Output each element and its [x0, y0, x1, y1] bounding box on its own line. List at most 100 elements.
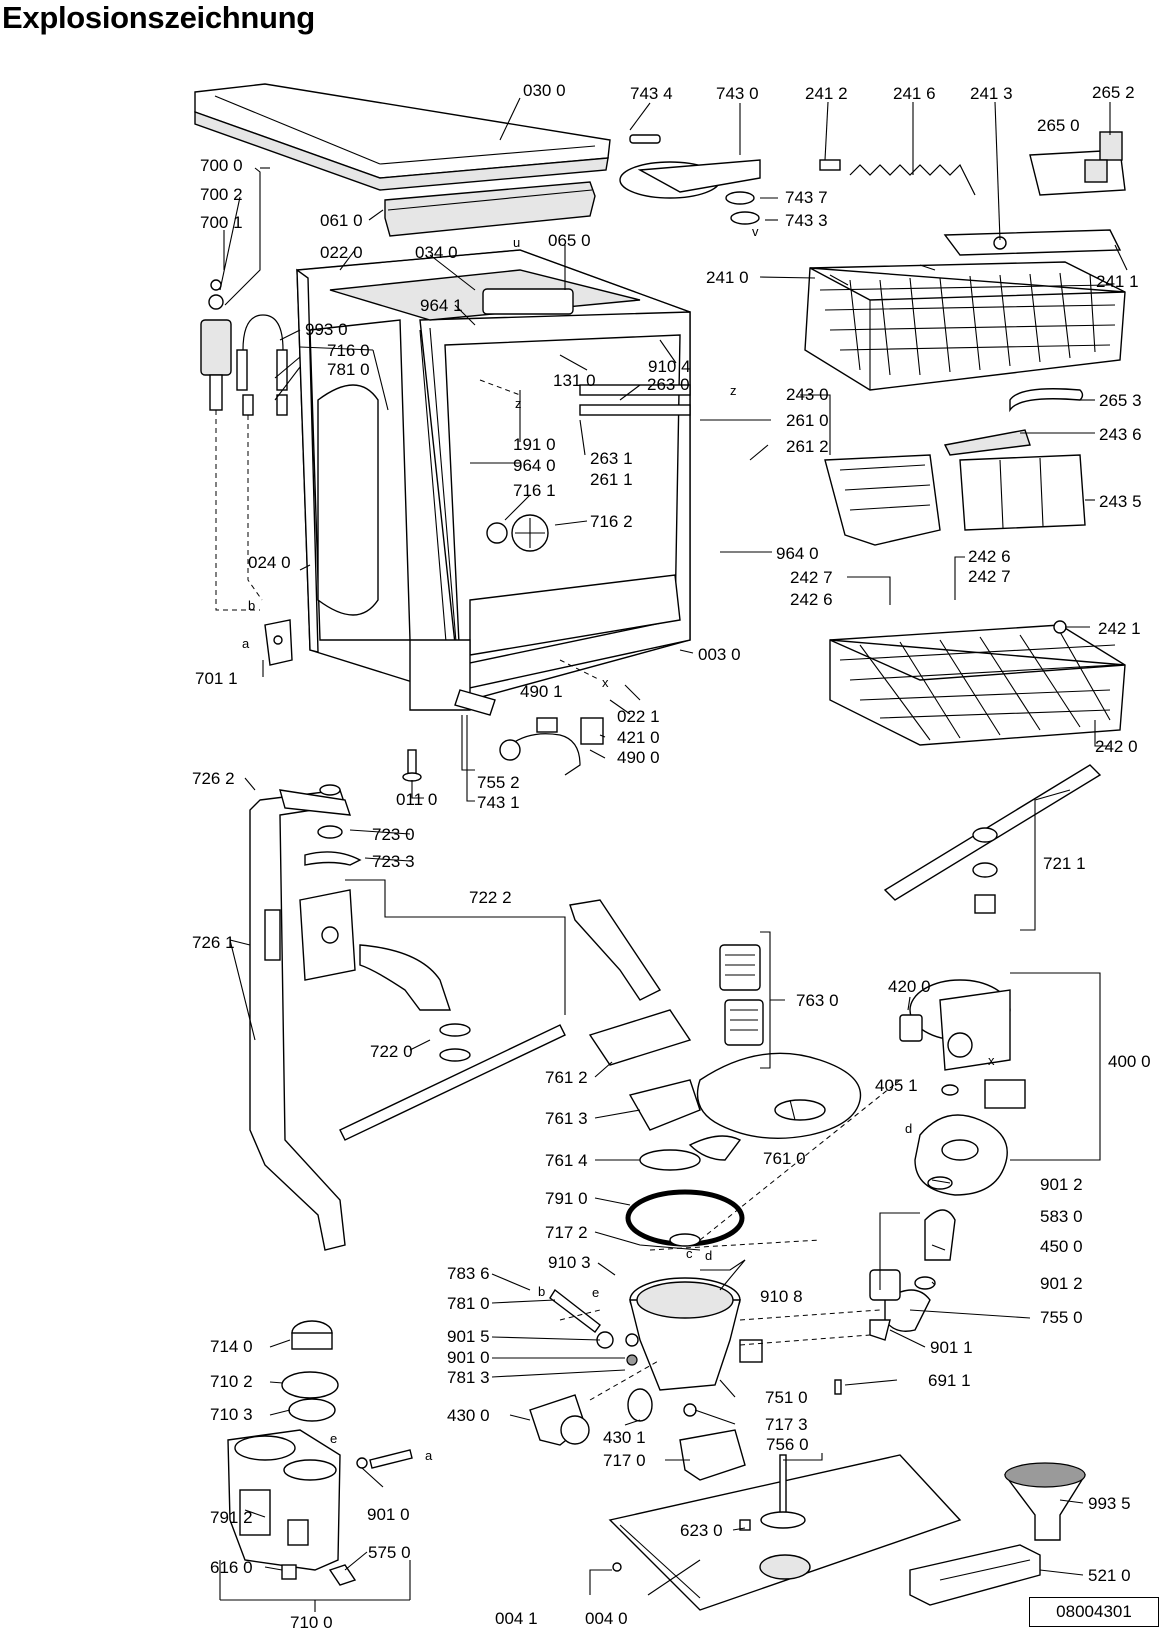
label-717-3: 717 3	[765, 1415, 808, 1434]
marker-c: c	[686, 1246, 693, 1261]
label-701-1: 701 1	[195, 669, 238, 688]
label-743-0: 743 0	[716, 84, 759, 103]
label-723-0: 723 0	[372, 825, 415, 844]
marker-a2: a	[425, 1448, 433, 1463]
label-721-1: 721 1	[1043, 854, 1086, 873]
funnel-part	[1003, 1462, 1087, 1541]
label-065-0: 065 0	[548, 231, 591, 250]
label-490-0: 490 0	[617, 748, 660, 767]
label-490-1: 490 1	[520, 682, 563, 701]
label-763-0: 763 0	[796, 991, 839, 1010]
label-783-6: 783 6	[447, 1264, 490, 1283]
marker-u: u	[513, 235, 520, 250]
marker-b: b	[248, 598, 255, 613]
label-751-0: 751 0	[765, 1388, 808, 1407]
label-242-7: 242 7	[790, 568, 833, 587]
label-616-0: 616 0	[210, 1558, 253, 1577]
document-number: 08004301	[1029, 1597, 1159, 1627]
base-plate	[608, 1454, 962, 1611]
label-265-0: 265 0	[1037, 116, 1080, 135]
label-263-1: 263 1	[590, 449, 633, 468]
hose-parts	[869, 1176, 956, 1341]
label-241-2: 241 2	[805, 84, 848, 103]
label-700-2: 700 2	[200, 185, 243, 204]
label-726-2: 726 2	[192, 769, 235, 788]
wiring-harness	[499, 717, 604, 776]
kick-plate	[909, 1544, 1041, 1606]
label-623-0: 623 0	[680, 1521, 723, 1540]
label-061-0: 061 0	[320, 211, 363, 230]
label-791-0: 791 0	[545, 1189, 588, 1208]
label-022-1: 022 1	[617, 707, 660, 726]
hose-hook	[454, 689, 496, 716]
label-034-0: 034 0	[415, 243, 458, 262]
marker-x2: x	[988, 1053, 995, 1068]
label-901-0-b: 901 0	[367, 1505, 410, 1524]
worktop-part	[194, 83, 611, 191]
label-716-1: 716 1	[513, 481, 556, 500]
label-261-2: 261 2	[786, 437, 829, 456]
sump-housing	[629, 1233, 763, 1391]
label-910-8: 910 8	[760, 1287, 803, 1306]
label-421-0: 421 0	[617, 728, 660, 747]
label-755-2: 755 2	[477, 773, 520, 792]
door-lock-assembly	[200, 279, 288, 416]
drain-pump	[529, 1388, 653, 1446]
water-distributor	[299, 889, 566, 1141]
label-781-0-b: 781 0	[447, 1294, 490, 1313]
label-241-0: 241 0	[706, 268, 749, 287]
label-131-0: 131 0	[553, 371, 596, 390]
label-263-0: 263 0	[647, 375, 690, 394]
label-781-3: 781 3	[447, 1368, 490, 1387]
circulation-pump	[899, 979, 1026, 1109]
label-261-1: 261 1	[590, 470, 633, 489]
label-583-0: 583 0	[1040, 1207, 1083, 1226]
label-430-1: 430 1	[603, 1428, 646, 1447]
marker-x: x	[602, 675, 609, 690]
dispenser-lid	[619, 134, 761, 225]
label-755-0: 755 0	[1040, 1308, 1083, 1327]
label-761-3: 761 3	[545, 1109, 588, 1128]
marker-e2: e	[330, 1431, 337, 1446]
label-575-0: 575 0	[368, 1543, 411, 1562]
label-242-1: 242 1	[1098, 619, 1141, 638]
label-716-0: 716 0	[327, 341, 370, 360]
label-743-4: 743 4	[630, 84, 673, 103]
label-761-2: 761 2	[545, 1068, 588, 1087]
label-243-6: 243 6	[1099, 425, 1142, 444]
marker-d2: d	[705, 1248, 712, 1263]
label-964-1: 964 1	[420, 296, 463, 315]
label-242-0: 242 0	[1095, 737, 1138, 756]
label-901-1: 901 1	[930, 1338, 973, 1357]
label-901-2: 901 2	[1040, 1175, 1083, 1194]
label-901-0: 901 0	[447, 1348, 490, 1367]
label-710-2: 710 2	[210, 1372, 253, 1391]
label-004-0: 004 0	[585, 1609, 628, 1628]
label-241-6: 241 6	[893, 84, 936, 103]
label-191-0: 191 0	[513, 435, 556, 454]
label-242-6-b: 242 6	[790, 590, 833, 609]
label-717-0: 717 0	[603, 1451, 646, 1470]
hinge-part	[264, 619, 293, 666]
label-241-1: 241 1	[1096, 272, 1139, 291]
marker-z2: z	[730, 383, 737, 398]
label-901-5: 901 5	[447, 1327, 490, 1346]
label-521-0: 521 0	[1088, 1566, 1131, 1585]
leader-lines	[219, 97, 1128, 1612]
label-722-0: 722 0	[370, 1042, 413, 1061]
cutlery-basket-right	[943, 429, 1086, 531]
label-022-0: 022 0	[320, 243, 363, 262]
label-450-0: 450 0	[1040, 1237, 1083, 1256]
label-716-2: 716 2	[590, 512, 633, 531]
marker-z: z	[515, 396, 522, 411]
cutlery-shelf	[1029, 131, 1126, 196]
label-241-3: 241 3	[970, 84, 1013, 103]
label-964-0-b: 964 0	[776, 544, 819, 563]
insulation-part	[384, 181, 596, 237]
label-265-3: 265 3	[1099, 391, 1142, 410]
upper-basket	[804, 229, 1126, 391]
label-781-0: 781 0	[327, 360, 370, 379]
cutlery-basket-left	[824, 454, 941, 546]
label-910-4: 910 4	[648, 357, 691, 376]
